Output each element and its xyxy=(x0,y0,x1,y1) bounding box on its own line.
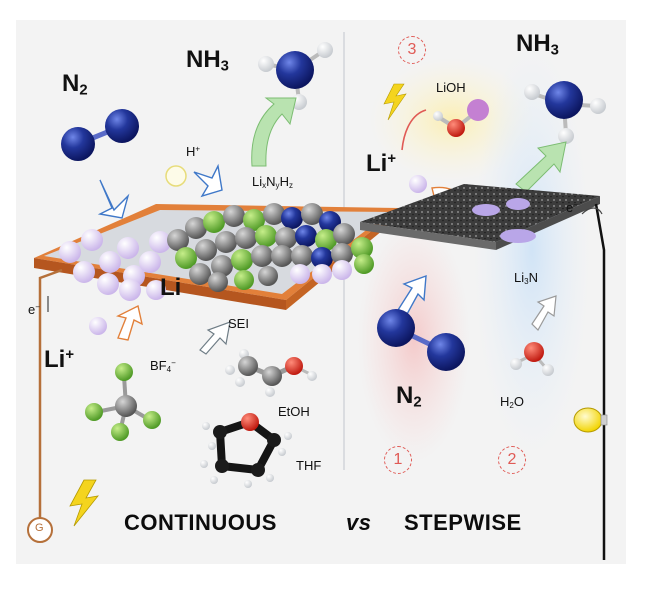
li-ion-right xyxy=(409,175,427,193)
gauge-label: G xyxy=(35,522,44,534)
stepwise-label: STEPWISE xyxy=(404,510,522,535)
step-badge-3: 3 xyxy=(398,36,426,64)
red-curve-line xyxy=(401,109,427,151)
continuous-label: CONTINUOUS xyxy=(124,510,277,535)
n2-molecule-left xyxy=(61,109,139,161)
n2-label-right: N2 xyxy=(396,382,422,411)
gauge-circle xyxy=(27,517,53,543)
lixnyhz-label: LixNyHz xyxy=(252,174,293,190)
bf4-label: BF4− xyxy=(150,358,176,374)
bf4-molecule xyxy=(85,363,161,441)
arrow-sei-icon xyxy=(199,321,231,355)
arrow-h2o-up-icon xyxy=(531,295,557,331)
lioh-label: LiOH xyxy=(436,80,466,95)
lightning-step3-icon xyxy=(383,83,407,121)
arrow-n2-down-icon xyxy=(97,179,130,219)
arrow-hplus-icon xyxy=(193,163,223,198)
etoh-label: EtOH xyxy=(278,404,310,419)
lightbulb-icon xyxy=(573,407,608,433)
lioh-molecule xyxy=(433,99,489,137)
mesh-electrode xyxy=(360,184,600,250)
arrow-green-up-left-icon xyxy=(251,97,297,167)
li-ion-left xyxy=(89,317,107,335)
li-plus-right-label: Li+ xyxy=(366,150,397,177)
li-metal-label: Li xyxy=(160,274,182,301)
lightning-left-icon xyxy=(69,479,99,527)
n2-molecule-right xyxy=(377,309,465,371)
li3n-label: Li3N xyxy=(514,270,538,286)
sei-label: SEI xyxy=(228,316,249,331)
electron-arrow-right-icon xyxy=(581,207,603,215)
e-minus-right-label: e− xyxy=(566,200,578,215)
vs-label: vs xyxy=(346,510,372,535)
proton-sphere xyxy=(165,165,187,187)
h-plus-label: H+ xyxy=(186,144,201,159)
arrow-green-up-right-icon xyxy=(515,141,567,193)
arrow-li-up-icon xyxy=(115,304,144,341)
li-sei-particles xyxy=(59,203,374,301)
n2-label-left: N2 xyxy=(62,70,88,99)
e-minus-left-label: e− xyxy=(28,302,40,317)
wire-right xyxy=(594,203,606,560)
arrow-n2-up-icon xyxy=(397,274,427,318)
nh3-label-left: NH3 xyxy=(186,46,229,75)
li-plus-left-label: Li+ xyxy=(44,346,75,373)
etoh-molecule xyxy=(225,349,317,397)
thf-label: THF xyxy=(296,458,322,473)
thf-molecule xyxy=(200,413,292,488)
nh3-molecule-right xyxy=(524,81,606,144)
step-badge-1: 1 xyxy=(384,446,412,474)
h2o-molecule xyxy=(510,342,554,376)
step-badge-2: 2 xyxy=(498,446,526,474)
nh3-label-right: NH3 xyxy=(516,30,559,59)
step1-glow xyxy=(358,218,470,462)
h2o-label: H2O xyxy=(500,394,524,410)
wire-left xyxy=(38,268,63,520)
